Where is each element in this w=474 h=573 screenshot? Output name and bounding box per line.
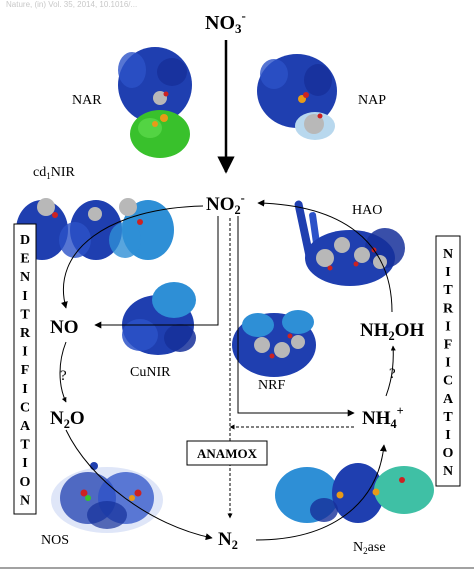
label-cunir: CuNIR xyxy=(130,365,171,380)
anamox-label: ANAMOX xyxy=(197,446,258,461)
nitrification-letter: I xyxy=(445,428,450,443)
denitrification-letter: I xyxy=(22,382,27,397)
label-cd1nir: cd1NIR xyxy=(33,165,76,181)
label-nar: NAR xyxy=(72,93,102,108)
node-no3: NO3- xyxy=(205,8,246,36)
unknown-mark-nh4-nh2oh: ? xyxy=(389,366,396,382)
header-text: Nature, (in) Vol. 35, 2014, 10.1016/... xyxy=(6,0,137,9)
nitrification-letter: F xyxy=(444,338,453,353)
label-nrf: NRF xyxy=(258,378,285,393)
nos-structure xyxy=(51,462,163,533)
nitrification-box xyxy=(435,235,461,487)
anamox-box xyxy=(186,440,268,466)
denitrification-letter: I xyxy=(22,456,27,471)
hao-structure xyxy=(294,200,405,286)
denitrification-letter: R xyxy=(20,326,31,341)
nitrification-letter: T xyxy=(443,283,453,298)
denitrification-letter: A xyxy=(20,419,31,434)
denitrification-letter: T xyxy=(20,438,30,453)
nap-structure xyxy=(257,54,337,140)
arrow-n2o-to-n2 xyxy=(65,429,213,541)
node-no2: NO2- xyxy=(206,191,245,217)
label-nos: NOS xyxy=(41,533,69,548)
label-hao: HAO xyxy=(352,203,382,218)
nitrification-letter: T xyxy=(443,410,453,425)
denitrification-letter: D xyxy=(20,233,30,248)
nitrification-letter: N xyxy=(443,464,453,479)
arrow-nh2oh-to-no2 xyxy=(257,199,393,313)
denitrification-letter: I xyxy=(22,345,27,360)
nitrification-letter: A xyxy=(443,392,454,407)
node-nh2oh: NH2OH xyxy=(360,320,424,343)
denitrification-letter: T xyxy=(20,307,30,322)
unknown-mark-no-n2o: ? xyxy=(60,368,67,384)
arrow-n2-to-nh4 xyxy=(255,444,387,541)
nitrification-letter: R xyxy=(443,301,454,316)
nitrification-letter: I xyxy=(445,319,450,334)
denitrification-letter: I xyxy=(22,289,27,304)
node-no: NO xyxy=(50,317,79,338)
arrow-no2-to-no-outer xyxy=(60,205,204,309)
denitrification-box xyxy=(13,223,37,515)
nar-structure xyxy=(118,47,192,158)
denitrification-letter: N xyxy=(20,493,30,508)
nitrification-letter: O xyxy=(443,446,454,461)
n2ase-structure xyxy=(275,463,434,523)
denitrification-letter: O xyxy=(20,475,31,490)
label-nap: NAP xyxy=(358,93,386,108)
denitrification-letter: F xyxy=(21,363,30,378)
nitrification-letter: N xyxy=(443,247,453,262)
cunir-structure xyxy=(122,282,196,355)
nrf-structure xyxy=(232,310,316,377)
arrow-no2-to-nh4 xyxy=(237,216,355,417)
arrow-nh4-to-nh2oh xyxy=(385,345,396,397)
denitrification-letter: E xyxy=(20,252,29,267)
arrows xyxy=(59,40,396,541)
denitrification-letter: C xyxy=(20,400,30,415)
nitrification-letter: I xyxy=(445,265,450,280)
nitrification-letter: C xyxy=(443,374,453,389)
node-nh4: NH4+ xyxy=(362,404,404,431)
node-n2: N2 xyxy=(218,529,238,552)
arrow-no2-to-no-cunir xyxy=(94,216,219,329)
denitrification-letter: N xyxy=(20,270,30,285)
arrow-no-to-n2o xyxy=(59,341,67,403)
node-n2o: N2O xyxy=(50,408,85,431)
label-n2ase: N2ase xyxy=(353,540,386,556)
cd1nir-structure xyxy=(16,198,174,260)
nitrification-letter: I xyxy=(445,356,450,371)
